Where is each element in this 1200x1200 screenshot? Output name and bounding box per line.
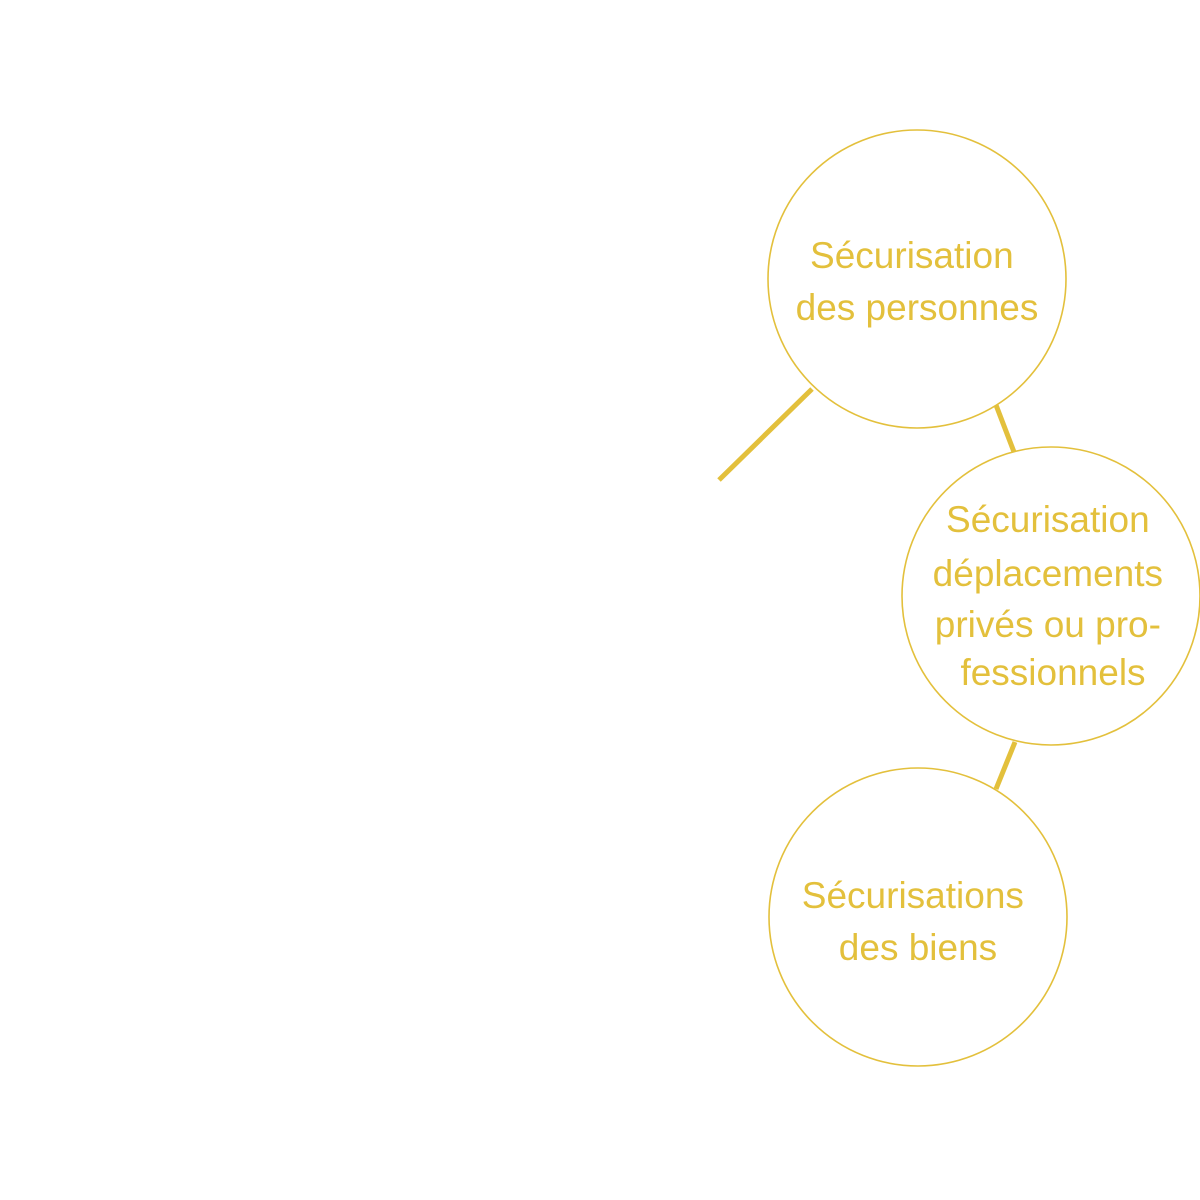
node-label-line: fessionnels	[960, 652, 1145, 693]
node-label-line: déplacements	[933, 553, 1163, 594]
node-circle	[901, 446, 1200, 746]
node-label-line: Sécurisation	[810, 235, 1014, 276]
node-circle	[767, 129, 1067, 429]
connector-personnes-to-deplacements	[993, 404, 1017, 453]
node-label-line: Sécurisation	[946, 499, 1150, 540]
node-circle	[768, 767, 1068, 1067]
connector-hub-to-personnes	[717, 387, 814, 482]
node-label: Sécurisation déplacements privés ou pro-…	[933, 499, 1174, 693]
node-label-line: Sécurisations	[802, 875, 1024, 916]
node-label: Sécurisation des personnes	[796, 235, 1039, 328]
node-label-line: des biens	[839, 927, 997, 968]
node-securisation-personnes: Sécurisation des personnes	[767, 129, 1067, 429]
node-label-line: des personnes	[796, 287, 1039, 328]
connector-deplacements-to-biens	[993, 741, 1018, 790]
node-securisation-deplacements: Sécurisation déplacements privés ou pro-…	[901, 446, 1200, 746]
node-securisations-biens: Sécurisations des biens	[768, 767, 1068, 1067]
node-label: Sécurisations des biens	[802, 875, 1034, 968]
node-label-line: privés ou pro-	[935, 604, 1161, 645]
